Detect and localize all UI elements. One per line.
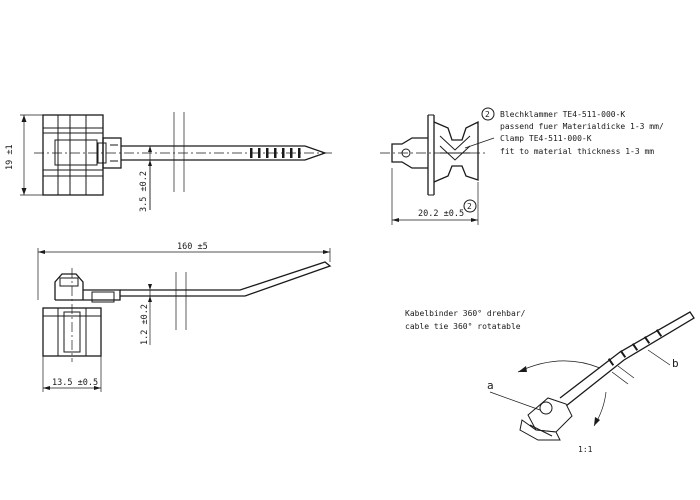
ref-number-top: 2 xyxy=(485,110,490,119)
label-a: a xyxy=(487,379,494,392)
dim-thickness-1-2: 1.2 ±0.2 xyxy=(140,304,150,345)
middle-left-view xyxy=(37,248,332,392)
clamp-text-line3: Clamp TE4-511-000-K xyxy=(500,134,592,143)
dim-length-160: 160 ±5 xyxy=(177,242,208,252)
dim-pitch-3-5: 3.5 ±0.2 xyxy=(139,171,149,212)
label-b: b xyxy=(672,357,679,370)
top-left-view xyxy=(20,112,335,210)
ref-number-bottom: 2 xyxy=(467,202,472,211)
dim-width-13-5: 13.5 ±0.5 xyxy=(52,378,98,388)
dim-width-20-2: 20.2 ±0.5 xyxy=(418,209,464,219)
scale-label: 1:1 xyxy=(578,445,593,454)
bottom-right-view xyxy=(489,311,695,441)
clamp-text-line1: Blechklammer TE4-511-000-K xyxy=(500,110,625,119)
rotate-text-line2: cable tie 360° rotatable xyxy=(405,322,521,331)
clamp-text-line4: fit to material thickness 1-3 mm xyxy=(500,147,654,156)
clamp-text-line2: passend fuer Materialdicke 1-3 mm/ xyxy=(500,122,664,131)
dim-height-19: 19 ±1 xyxy=(5,144,15,170)
top-right-view xyxy=(380,107,495,225)
rotate-text-line1: Kabelbinder 360° drehbar/ xyxy=(405,309,526,318)
